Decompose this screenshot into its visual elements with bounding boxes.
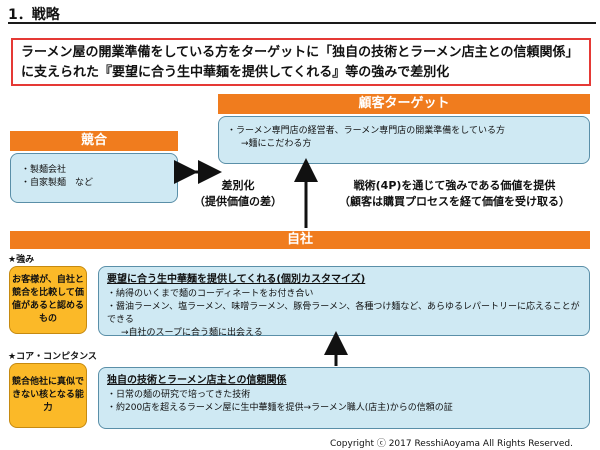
self-header: 自社	[10, 231, 590, 249]
target-header: 顧客ターゲット	[218, 94, 590, 114]
core-label: ★コア・コンピタンス	[8, 352, 97, 362]
competition-box: ・製麺会社 ・自家製麺 など	[10, 153, 178, 203]
value-text: 戦術(4P)を通じて強みである価値を提供 （顧客は購買プロセスを経て価値を受け取…	[312, 178, 597, 210]
headline-box: ラーメン屋の開業準備をしている方をターゲットに「独自の技術とラーメン店主との信頼…	[11, 38, 591, 86]
differentiation-line-2: （提供価値の差）	[194, 195, 282, 208]
strength-label: ★強み	[8, 255, 35, 265]
strength-item-3: →自社のスープに合う麺に出会える	[121, 328, 263, 338]
title-rule	[8, 22, 596, 24]
core-side-text: 競合他社に真似できない核となる能力	[11, 377, 84, 413]
page-title: 1．戦略	[8, 7, 60, 23]
differentiation-text: 差別化 （提供価値の差）	[180, 178, 296, 210]
competition-item-1: ・製麺会社	[21, 165, 67, 175]
core-item-1: ・日常の麺の研究で培ってきた技術	[107, 390, 251, 400]
strength-side-text: お客様が、自社と競合を比較して価値があると認めるもの	[11, 275, 84, 324]
value-line-1: 戦術(4P)を通じて強みである価値を提供	[353, 179, 556, 192]
strength-head: 要望に合う生中華麺を提供してくれる(個別カスタマイズ)	[107, 274, 366, 285]
value-line-2: （顧客は購買プロセスを経て価値を受け取る）	[339, 195, 570, 208]
competition-item-2: ・自家製麺 など	[21, 178, 94, 188]
core-side-box: 競合他社に真似できない核となる能力	[9, 363, 87, 428]
strength-item-1: ・納得のいくまで麺のコーディネートをお付き合い	[107, 289, 314, 299]
competition-header: 競合	[10, 131, 178, 151]
core-head: 独自の技術とラーメン店主との信頼関係	[107, 375, 287, 386]
target-line-2: →麺にこだわる方	[241, 139, 312, 149]
strength-item-2: ・醤油ラーメン、塩ラーメン、味噌ラーメン、豚骨ラーメン、各種つけ麺など、あらゆる…	[107, 302, 580, 325]
target-line-1: ・ラーメン専門店の経営者、ラーメン専門店の開業準備をしている方	[227, 126, 506, 136]
target-box: ・ラーメン専門店の経営者、ラーメン専門店の開業準備をしている方 →麺にこだわる方	[218, 116, 590, 164]
strength-side-box: お客様が、自社と競合を比較して価値があると認めるもの	[9, 266, 87, 334]
differentiation-line-1: 差別化	[221, 179, 255, 192]
strength-box: 要望に合う生中華麺を提供してくれる(個別カスタマイズ) ・納得のいくまで麺のコー…	[98, 266, 590, 338]
core-box: 独自の技術とラーメン店主との信頼関係 ・日常の麺の研究で培ってきた技術 ・約20…	[98, 367, 590, 429]
copyright: Copyright ⓒ 2017 ResshiAoyama All Rights…	[330, 439, 573, 449]
core-item-2: ・約200店を超えるラーメン屋に生中華麺を提供→ラーメン職人(店主)からの信頼の…	[107, 403, 453, 413]
